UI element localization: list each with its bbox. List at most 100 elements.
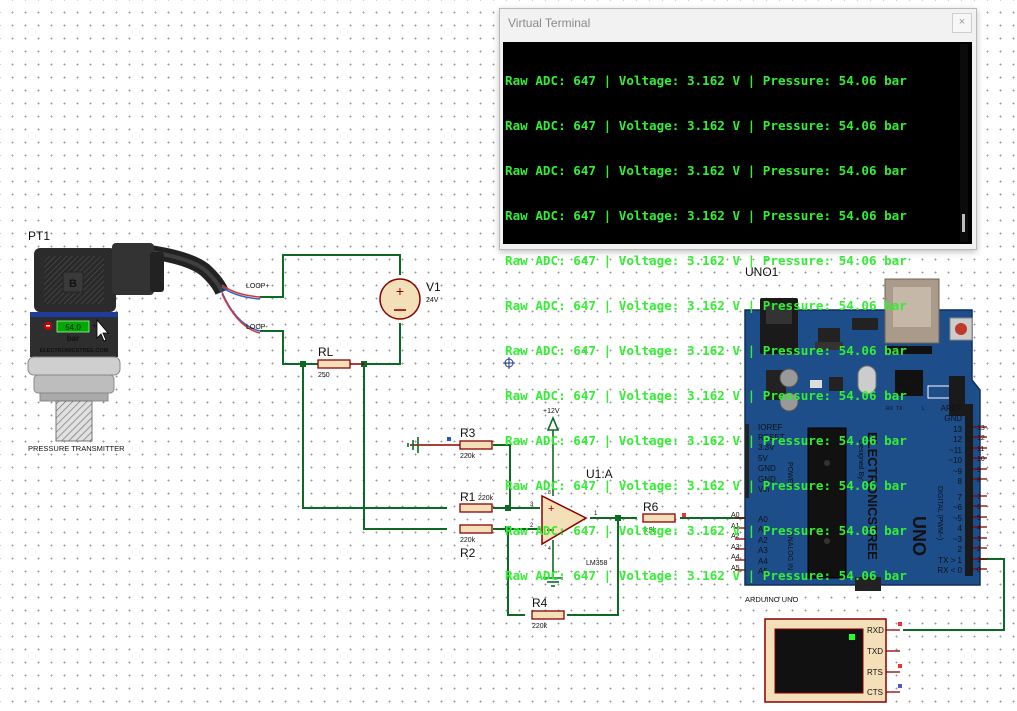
digital-pin[interactable]: TX > 1 bbox=[938, 556, 962, 565]
r4-ref: R4 bbox=[532, 596, 548, 610]
digital-outer: 9 bbox=[977, 467, 981, 474]
resistor-r1[interactable]: R1 220k bbox=[459, 490, 494, 513]
led-l: L bbox=[922, 406, 925, 412]
vterm-pin: CTS bbox=[867, 688, 883, 697]
power-pin[interactable]: 3.3V bbox=[758, 443, 775, 452]
digital-pin[interactable]: 12 bbox=[953, 435, 962, 444]
analog-pin[interactable]: A1 bbox=[758, 525, 768, 534]
resistor-rl[interactable]: RL 250 bbox=[317, 345, 364, 379]
digital-pin[interactable]: ~9 bbox=[953, 467, 963, 476]
r2-value: 220k bbox=[460, 537, 476, 544]
terminal-scrollbar[interactable] bbox=[960, 44, 968, 242]
designed-by: Designed By: bbox=[857, 440, 864, 482]
vterm-pin: RTS bbox=[867, 668, 883, 677]
main-chip-label: ATMEL bbox=[814, 475, 824, 506]
led-rx: RX bbox=[886, 406, 894, 412]
virtual-terminal-component[interactable]: RXD TXD RTS CTS bbox=[764, 618, 902, 703]
resistor-r6[interactable]: R6 3.9k bbox=[642, 500, 686, 534]
digital-pin[interactable]: ~3 bbox=[953, 535, 963, 544]
scrollbar-thumb[interactable] bbox=[962, 214, 965, 232]
analog-pin[interactable]: A0 bbox=[758, 515, 768, 524]
terminal-line: Raw ADC: 647 | Voltage: 3.162 V | Pressu… bbox=[505, 73, 907, 88]
arduino-uno[interactable]: UNO1 ATMEL RX TX L ATMEL D bbox=[731, 265, 987, 604]
digital-pin[interactable]: ~5 bbox=[953, 514, 963, 523]
digital-pin[interactable]: ~10 bbox=[948, 456, 962, 465]
digital-outer: 7 bbox=[977, 494, 981, 501]
voltage-source-v1[interactable]: + V1 24V bbox=[379, 278, 441, 320]
sensor-brand: ELECTRONICSTREE.COM bbox=[40, 348, 109, 354]
virtual-terminal-window[interactable]: Virtual Terminal × Raw ADC: 647 | Voltag… bbox=[499, 8, 977, 583]
digital-pin[interactable]: 2 bbox=[958, 545, 963, 554]
opamp-pin-g: 4 bbox=[548, 546, 551, 552]
opamp-ref: U1:A bbox=[586, 467, 613, 481]
power-pin[interactable]: RESET bbox=[758, 433, 785, 442]
board-brand: ELECTRONICSTREE bbox=[865, 432, 880, 560]
analog-pin[interactable]: A4 bbox=[758, 557, 768, 566]
digital-outer: 12 bbox=[977, 435, 985, 442]
power-pin[interactable]: Vin bbox=[758, 485, 769, 494]
supply-12v: +12V bbox=[543, 408, 560, 431]
power-pin[interactable]: GND bbox=[758, 475, 776, 484]
digital-outer: 6 bbox=[977, 504, 981, 511]
digital-label: DIGITAL (PWM~) bbox=[936, 486, 943, 540]
terminal-line: Raw ADC: 647 | Voltage: 3.162 V | Pressu… bbox=[505, 433, 907, 448]
terminal-line: Raw ADC: 647 | Voltage: 3.162 V | Pressu… bbox=[505, 163, 907, 178]
terminal-screen[interactable]: Raw ADC: 647 | Voltage: 3.162 V | Pressu… bbox=[503, 42, 972, 583]
analog-pin[interactable]: A2 bbox=[758, 536, 768, 545]
digital-pin[interactable]: RX < 0 bbox=[937, 566, 962, 575]
resistor-r3[interactable]: R3 220k bbox=[410, 426, 493, 460]
digital-pin[interactable]: 8 bbox=[958, 477, 963, 486]
power-pin[interactable]: GND bbox=[758, 464, 776, 473]
close-icon[interactable]: × bbox=[952, 13, 972, 33]
digital-pin[interactable]: ~11 bbox=[949, 446, 963, 455]
mouse-cursor-icon bbox=[96, 318, 109, 342]
digital-pin[interactable]: 4 bbox=[958, 524, 963, 533]
digital-pin[interactable]: 13 bbox=[953, 425, 962, 434]
analog-outer: A5 bbox=[731, 565, 740, 572]
analog-outer: A1 bbox=[731, 523, 740, 530]
power-pin[interactable]: IOREF bbox=[758, 423, 783, 432]
wires[interactable] bbox=[260, 254, 1005, 631]
svg-text:+: + bbox=[396, 283, 404, 299]
digital-pin[interactable]: ~6 bbox=[953, 503, 963, 512]
small-chip-label: ATMEL bbox=[901, 376, 918, 382]
pressure-transmitter[interactable]: PT1 LOOP+ LOOP- B 54.0 + bar ELECTRONICS… bbox=[27, 229, 270, 453]
opamp-pin-plus: 3 bbox=[530, 502, 534, 508]
analog-outer: A2 bbox=[731, 533, 740, 540]
r1-ref: R1 bbox=[460, 490, 476, 504]
terminal-line: Raw ADC: 647 | Voltage: 3.162 V | Pressu… bbox=[505, 298, 907, 313]
rl-ref: RL bbox=[318, 345, 334, 359]
terminal-line: Raw ADC: 647 | Voltage: 3.162 V | Pressu… bbox=[505, 208, 907, 223]
opamp-pin-v: 8 bbox=[548, 490, 551, 496]
digital-pin[interactable]: AREF bbox=[941, 404, 962, 413]
analog-pin[interactable]: A5 bbox=[758, 567, 768, 576]
board-logo: UNO bbox=[909, 516, 929, 556]
digital-outer: 10 bbox=[977, 456, 985, 463]
terminal-line: Raw ADC: 647 | Voltage: 3.162 V | Pressu… bbox=[505, 388, 907, 403]
rl-value: 250 bbox=[318, 372, 330, 379]
ground-opamp bbox=[543, 577, 563, 587]
terminal-line: Raw ADC: 647 | Voltage: 3.162 V | Pressu… bbox=[505, 253, 907, 268]
digital-outer: 5 bbox=[977, 515, 981, 522]
terminal-line: Raw ADC: 647 | Voltage: 3.162 V | Pressu… bbox=[505, 523, 907, 538]
arduino-ref: UNO1 bbox=[745, 265, 779, 279]
opamp-u1a[interactable]: + 3 2 1 8 4 U1:A LM358 bbox=[530, 467, 613, 567]
v1-value: 24V bbox=[426, 297, 439, 304]
digital-pin[interactable]: 7 bbox=[958, 493, 963, 502]
analog-pin[interactable]: A3 bbox=[758, 546, 768, 555]
power-pin[interactable]: 5V bbox=[758, 454, 768, 463]
r3-value: 220k bbox=[460, 453, 476, 460]
plus-button-icon[interactable]: + bbox=[92, 321, 97, 331]
pressure-display-value: 54.0 bbox=[65, 323, 81, 332]
r1-value: 220k bbox=[478, 495, 494, 502]
probe-marker bbox=[682, 513, 686, 517]
resistor-r4[interactable]: R4 220k bbox=[531, 596, 565, 630]
analog-outer: A0 bbox=[731, 512, 740, 519]
ground-r3 bbox=[407, 437, 419, 453]
resistor-r2[interactable]: 220k R2 bbox=[459, 524, 493, 560]
digital-pin[interactable]: GND bbox=[944, 414, 962, 423]
vterm-pin: RXD bbox=[867, 626, 884, 635]
loop-plus-label: LOOP+ bbox=[246, 283, 270, 290]
terminal-output: Raw ADC: 647 | Voltage: 3.162 V | Pressu… bbox=[505, 43, 952, 613]
